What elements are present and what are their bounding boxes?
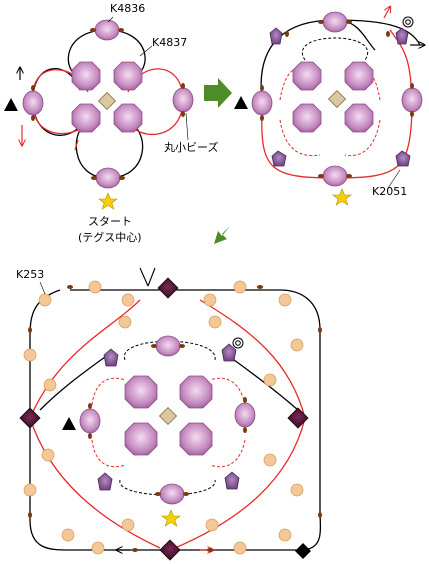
label-start-sub: (テグス中心) [78,231,142,244]
thread-black [32,29,146,179]
big-bead-tl [71,61,101,91]
purple-beads [97,343,240,491]
thread-red [29,299,306,549]
big-bead-br [113,103,143,133]
corner-diamond-icon [295,543,311,559]
thread-black-outer [29,289,322,551]
panel-step-1 [4,16,194,210]
center-bead [158,406,178,426]
start-star-icon [161,509,181,527]
triangle-marker-icon [4,98,18,111]
big-beads [124,375,213,456]
purple-beads [269,27,411,167]
start-star-icon [332,188,352,206]
end-double-circle-icon [402,16,414,28]
medium-bead-top [94,19,120,41]
label-maru-small-beads: 丸小ビーズ [164,141,219,154]
medium-bead-left [22,90,44,116]
end-double-circle-icon [232,337,244,349]
label-start: スタート [88,215,132,228]
thread-red [261,29,413,179]
small-beads [260,20,414,178]
step-arrow-icon [204,78,232,108]
dark-diamond-beads [19,277,309,561]
center-bead [327,89,347,109]
big-bead-bl [71,103,101,133]
step-arrow-icon-2 [214,224,232,244]
triangle-marker-icon [62,417,76,430]
center-bead [97,91,117,111]
thread-black-inner [39,356,299,411]
small-beads [31,28,185,180]
thread-black-dashed [302,37,368,61]
label-k4836: K4836 [110,2,146,15]
label-k4837: K4837 [152,36,188,49]
big-bead-tr [113,61,143,91]
thread-red [32,68,184,135]
medium-bead-bottom [95,167,121,189]
thread-red-dashed [91,377,246,468]
triangle-marker-icon [234,96,248,109]
small-beads [28,285,322,552]
orange-beads [23,280,304,555]
thread-black [260,19,421,101]
label-k2051: K2051 [372,185,408,198]
panel-step-3 [19,267,322,561]
panel-step-2 [234,7,424,206]
label-k253: K253 [16,268,45,281]
big-beads [292,61,374,133]
medium-bead-right [172,87,194,113]
start-star-icon [98,192,118,210]
